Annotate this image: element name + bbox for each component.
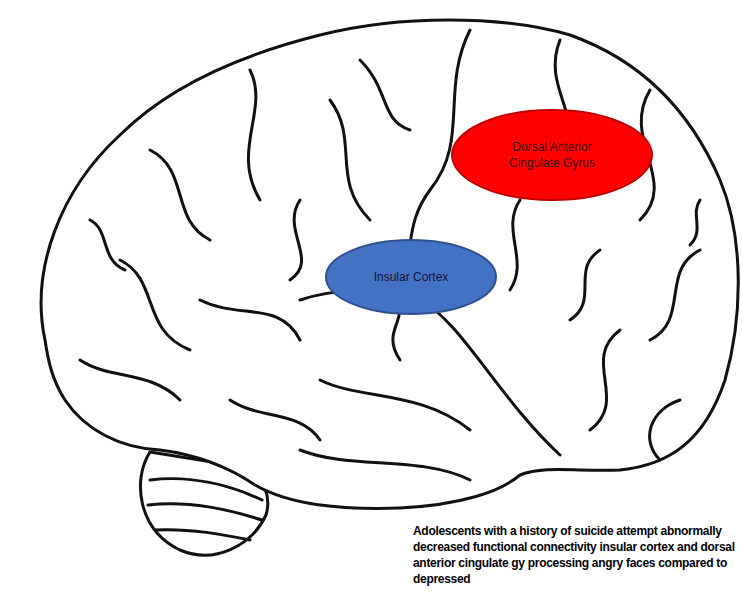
region-ellipse: Dorsal Anterior Cingulate Gyrus [451,109,653,201]
region-ellipse: Insular Cortex [325,239,497,315]
region-label: Insular Cortex [374,269,449,285]
region-label: Dorsal Anterior Cingulate Gyrus [493,139,611,171]
sulci [80,30,700,540]
finding-note: Adolescents with a history of suicide at… [413,523,737,587]
brain-outline [41,20,738,508]
ellipse-outline [451,109,653,201]
